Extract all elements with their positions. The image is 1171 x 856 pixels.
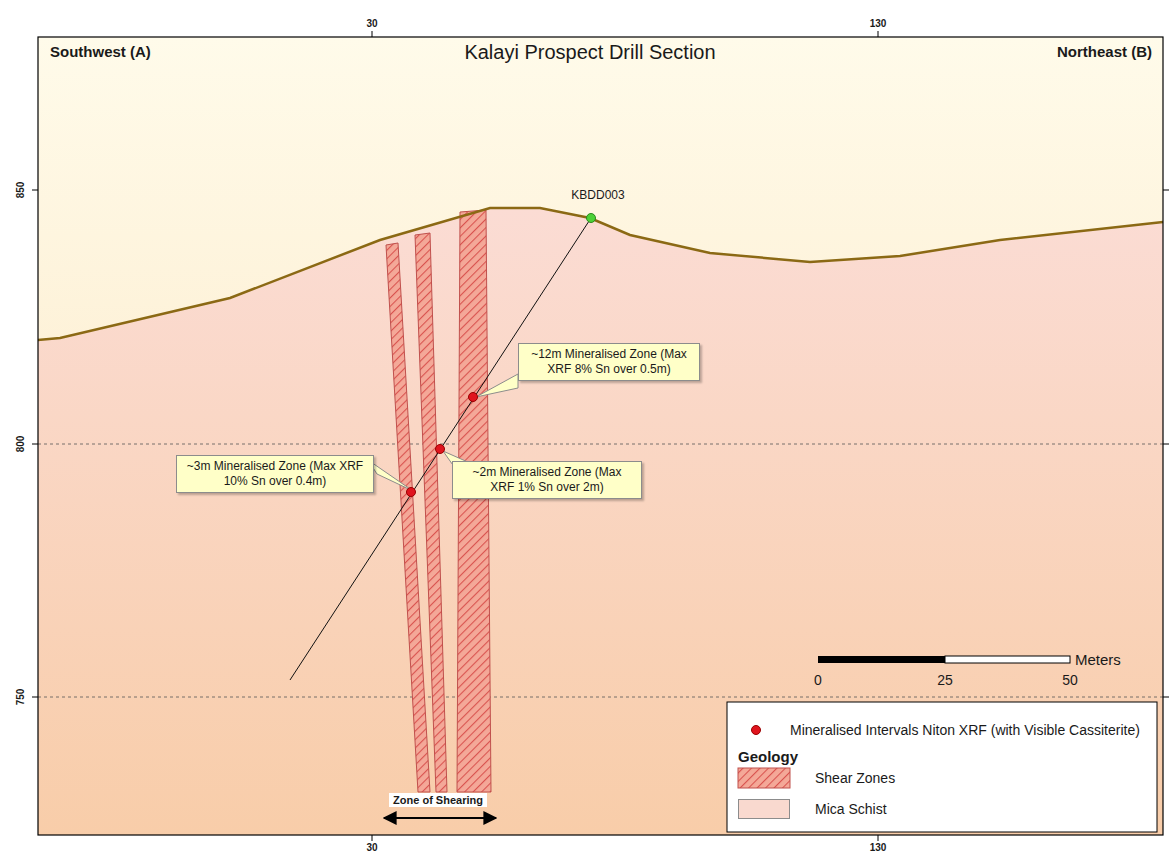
node-text: ~3m Mineralised Zone (Max XRF 10% Sn ove… bbox=[183, 459, 367, 489]
tick bbox=[32, 444, 38, 445]
tick bbox=[878, 31, 879, 37]
elevation-label: 850 bbox=[15, 182, 27, 199]
tick bbox=[1163, 697, 1169, 698]
scale-bar bbox=[818, 656, 945, 663]
grid-line bbox=[38, 697, 1163, 698]
easting-label: 130 bbox=[870, 18, 887, 30]
callout-box: ~3m Mineralised Zone (Max XRF 10% Sn ove… bbox=[176, 455, 374, 493]
scale-label: 50 bbox=[1062, 672, 1078, 688]
mineralised-interval bbox=[407, 488, 416, 497]
scale-label: 0 bbox=[814, 672, 822, 688]
node-text: Zone of Shearing bbox=[393, 794, 483, 806]
zone-label-box: Zone of Shearing bbox=[389, 793, 487, 807]
extent-arrow bbox=[384, 817, 496, 819]
mineralised-interval bbox=[469, 393, 478, 402]
legend-dot bbox=[752, 726, 761, 735]
callout-box: ~12m Mineralised Zone (Max XRF 8% Sn ove… bbox=[518, 343, 700, 381]
mica-schist-ground bbox=[38, 208, 1163, 835]
node-text: ~2m Mineralised Zone (Max XRF 1% Sn over… bbox=[459, 465, 635, 495]
tick bbox=[878, 835, 879, 841]
callout-pointer bbox=[476, 374, 518, 397]
side-label: Northeast (B) bbox=[1057, 43, 1152, 60]
elevation-label: 800 bbox=[15, 436, 27, 453]
callout-pointer bbox=[368, 460, 413, 491]
easting-label: 130 bbox=[870, 842, 887, 854]
grid-line bbox=[38, 444, 1163, 445]
legend-hatch bbox=[738, 768, 790, 788]
map-frame bbox=[38, 37, 1163, 835]
legend-heading: Geology bbox=[738, 748, 798, 765]
callout-box: ~2m Mineralised Zone (Max XRF 1% Sn over… bbox=[452, 461, 642, 499]
legend-box bbox=[727, 702, 1157, 832]
legend-swatch bbox=[738, 799, 790, 819]
legend-text: Mica Schist bbox=[815, 801, 887, 817]
side-label: Southwest (A) bbox=[50, 43, 151, 60]
tick bbox=[32, 190, 38, 191]
elevation-label: 750 bbox=[15, 689, 27, 706]
legend-text: Mineralised Intervals Niton XRF (with Vi… bbox=[790, 722, 1140, 738]
drill-hole-trace bbox=[290, 218, 591, 680]
sky bbox=[38, 37, 1163, 835]
shear-zone bbox=[457, 210, 491, 792]
tick bbox=[372, 835, 373, 841]
node-text: ~12m Mineralised Zone (Max XRF 8% Sn ove… bbox=[525, 347, 693, 377]
tick bbox=[32, 697, 38, 698]
easting-label: 30 bbox=[366, 18, 377, 30]
title: Kalayi Prospect Drill Section bbox=[464, 41, 715, 64]
shear-zone bbox=[415, 233, 447, 792]
scale-bar bbox=[945, 656, 1070, 663]
mineralised-interval bbox=[436, 445, 445, 454]
drill-collar bbox=[587, 214, 596, 223]
tick bbox=[1163, 444, 1169, 445]
easting-label: 30 bbox=[366, 842, 377, 854]
legend-text: Shear Zones bbox=[815, 770, 895, 786]
drillhole-label: KBDD003 bbox=[571, 189, 624, 203]
tick bbox=[1163, 190, 1169, 191]
scale-unit: Meters bbox=[1075, 651, 1121, 668]
tick bbox=[372, 31, 373, 37]
topography-line bbox=[38, 208, 1163, 340]
scale-label: 25 bbox=[937, 672, 953, 688]
